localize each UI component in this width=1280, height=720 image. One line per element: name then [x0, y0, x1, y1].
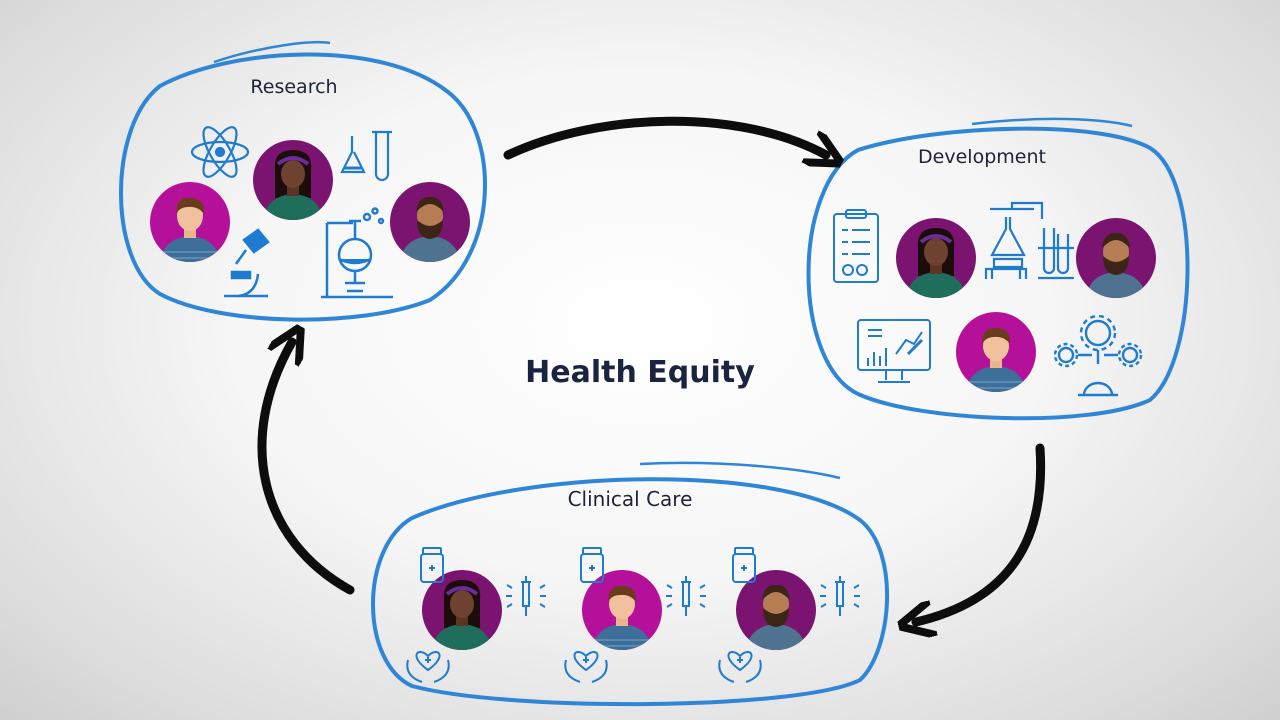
arrow-development-to-clinical: [916, 443, 1046, 622]
gears-icon: [1053, 314, 1143, 397]
center-title: Health Equity: [525, 355, 755, 390]
research-label: Research: [250, 76, 337, 98]
distillation-icon: [984, 201, 1044, 279]
person-avatar-icon: [1076, 218, 1156, 300]
person-avatar-icon: [390, 182, 470, 264]
person-avatar-icon: [896, 218, 976, 300]
microscope-icon: [224, 228, 270, 298]
arrow-clinical-to-research: [257, 342, 355, 595]
atom-icon: [190, 126, 250, 178]
syringe-icon: [505, 575, 547, 617]
flask-icon: [340, 130, 392, 182]
development-label: Development: [918, 146, 1046, 168]
test-tubes-icon: [1038, 228, 1074, 280]
monitor-chart-icon: [857, 319, 931, 383]
heart-hands-icon: [406, 650, 450, 683]
person-avatar-icon: [956, 312, 1036, 394]
development-outline: [806, 126, 1190, 421]
clinical-care-outline: [371, 477, 889, 707]
heart-hands-icon: [718, 650, 762, 683]
lab-apparatus-icon: [321, 207, 393, 299]
research-outline: [119, 52, 487, 322]
person-avatar-icon: [150, 182, 230, 264]
syringe-icon: [819, 575, 861, 617]
heart-hands-icon: [564, 650, 608, 683]
person-avatar-icon: [253, 140, 333, 222]
medicine-bottle-icon: [732, 547, 756, 583]
research-stage: Research: [119, 41, 487, 322]
syringe-icon: [665, 575, 707, 617]
clinical-care-label: Clinical Care: [568, 487, 693, 511]
development-stage: Development: [806, 117, 1190, 421]
arrow-research-to-development: [503, 116, 826, 155]
clinical-care-stage: Clinical Care: [371, 461, 889, 707]
clipboard-icon: [833, 209, 879, 283]
